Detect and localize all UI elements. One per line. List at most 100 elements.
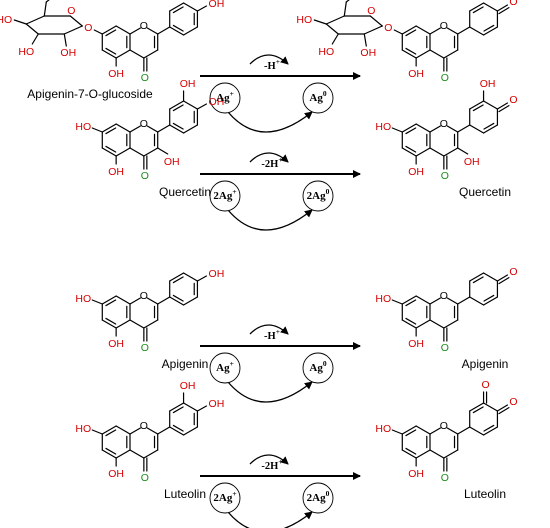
bond-line-double: [105, 429, 117, 437]
bond-line: [313, 19, 327, 25]
text-layer: OOOHOOOHHOHOOHOHApigenin-7-O-glucosideOO…: [0, 0, 518, 504]
bond-line-double: [498, 6, 510, 15]
bond-line: [482, 296, 499, 306]
bond-line: [182, 296, 199, 306]
hydroxyl-7-label: HO: [75, 121, 91, 133]
ring-oxygen-label: O: [140, 420, 148, 432]
carbonyl-oxygen-label: O: [441, 472, 449, 484]
bond-line: [429, 449, 445, 459]
ring-oxygen-label: O: [440, 118, 448, 130]
carbonyl-oxygen-label: O: [141, 472, 149, 484]
bond-line: [457, 26, 471, 35]
hydroxyl-3-label: OH: [464, 156, 480, 168]
proton-label-charge: +: [278, 457, 282, 466]
bond-line: [157, 426, 171, 435]
bond-line-double: [172, 122, 184, 130]
bond-line: [429, 319, 445, 329]
bond-line: [401, 123, 417, 133]
silver-metal-label-charge: 0: [323, 359, 327, 368]
quinone-oxygen-4prime-label: O: [509, 266, 517, 278]
hydroxyl-7-label: HO: [375, 293, 391, 305]
bond-line: [469, 272, 485, 282]
bond-line: [457, 296, 471, 305]
bond-line: [443, 319, 459, 329]
bond-line-double: [172, 104, 184, 112]
quinone-oxygen-3prime-label: O: [481, 379, 489, 391]
bond-line-double: [483, 122, 495, 130]
silver-metal-label-symbol: Ag: [309, 92, 323, 104]
hydroxyl-7-label: HO: [75, 293, 91, 305]
silver-metal-label-charge: 0: [323, 89, 327, 98]
bond-line: [146, 27, 159, 35]
bond-line: [457, 124, 471, 133]
silver-ion-label: Ag+: [216, 359, 234, 374]
bond-line: [63, 25, 83, 35]
bond-line: [369, 15, 383, 27]
bond-line: [482, 124, 499, 134]
proton-label-charge: +: [278, 155, 282, 164]
bond-line: [182, 124, 199, 134]
bond-line: [469, 402, 485, 412]
quinone-oxygen-4prime-label: O: [509, 94, 517, 106]
bond-line-double: [483, 424, 495, 432]
bond-line: [101, 449, 117, 459]
bond-line: [469, 426, 485, 436]
bond-line: [415, 425, 431, 435]
bond-line: [115, 123, 131, 133]
bond-line: [415, 449, 431, 459]
bond-line: [146, 297, 159, 305]
silver-metal-label-symbol: 2Ag: [307, 492, 326, 504]
proton-label-symbol: -H: [264, 331, 276, 342]
bond-line-double: [405, 47, 417, 55]
reaction-row-2: [91, 90, 510, 170]
bond-line: [429, 147, 445, 157]
silver-reduction-arrow: [227, 209, 313, 231]
bond-line: [446, 125, 459, 133]
bond-line-double: [105, 447, 117, 455]
bond-line: [496, 4, 509, 12]
bond-line: [115, 49, 131, 59]
bond-line: [429, 49, 445, 59]
bond-line-double: [172, 24, 184, 32]
bond-line-double: [105, 145, 117, 153]
compound-name-left: Apigenin: [162, 357, 209, 371]
reaction-arrow-group-4: [200, 454, 361, 528]
compound-name-right: Apigenin: [462, 357, 509, 371]
silver-metal-circle: [302, 352, 334, 384]
bond-line-double: [172, 294, 184, 302]
bond-line: [115, 25, 131, 35]
proton-label: -H+: [264, 57, 280, 72]
bond-line: [182, 26, 199, 36]
bond-line: [482, 402, 499, 412]
silver-ion-label: Ag+: [216, 89, 234, 104]
bond-line: [401, 425, 417, 435]
carbonyl-oxygen-label: O: [441, 170, 449, 182]
bond-line: [169, 2, 185, 12]
carbonyl-oxygen-label: O: [141, 170, 149, 182]
hydroxyl-7-label: HO: [375, 121, 391, 133]
bond-line: [129, 297, 141, 305]
bond-line: [129, 49, 145, 59]
bond-line: [429, 297, 441, 305]
compound-name-left: Quercetin: [159, 185, 211, 199]
bond-line-double: [483, 24, 495, 32]
bond-line: [457, 426, 471, 435]
silver-metal-label-symbol: Ag: [309, 362, 323, 374]
bond-line: [101, 49, 117, 59]
bond-line: [93, 29, 103, 35]
hydroxyl-7-label: HO: [75, 423, 91, 435]
bond-line: [469, 296, 485, 306]
sugar-hydroxyl-3-label: HO: [18, 46, 34, 58]
bond-line: [182, 100, 199, 110]
quinone-oxygen-4prime-label: O: [509, 0, 517, 8]
sugar-hydroxyl-2-label: OH: [360, 47, 376, 59]
silver-metal-circle: [302, 180, 334, 212]
bond-line-double: [472, 276, 484, 284]
reaction-row-4: [91, 391, 510, 472]
bond-line: [115, 295, 131, 305]
bond-line: [469, 124, 485, 134]
bond-line: [482, 26, 499, 36]
hydroxyl-5-label: OH: [108, 468, 124, 480]
bond-line: [129, 449, 145, 459]
bond-line: [401, 49, 417, 59]
